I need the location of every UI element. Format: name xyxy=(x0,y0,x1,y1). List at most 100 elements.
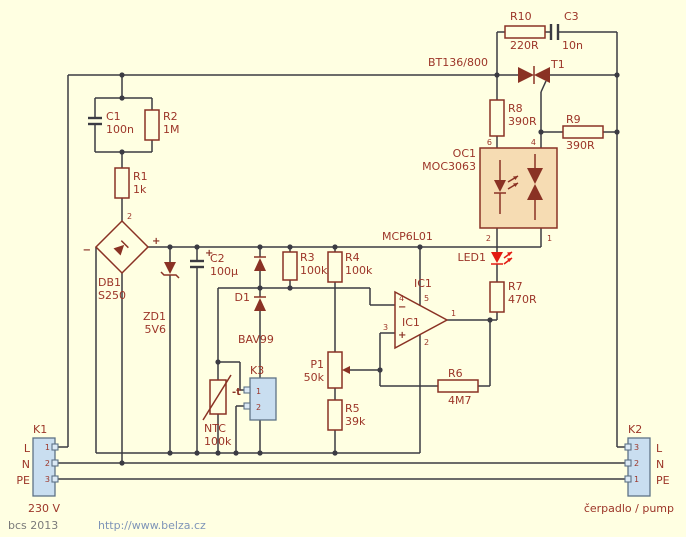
c2-polarity-label: + xyxy=(205,248,213,259)
c2-name-label: C2 xyxy=(210,252,225,265)
oc1-pin2-label: 2 xyxy=(486,234,491,243)
r10-value-label: 220R xyxy=(510,39,539,52)
zd1-name-label: ZD1 xyxy=(143,310,166,323)
r8-name-label: R8 xyxy=(508,102,523,115)
credit-text: bcs 2013 xyxy=(8,519,58,532)
led-LED1: LED1 xyxy=(457,251,513,265)
resistor-R9: R9 390R xyxy=(562,113,604,152)
k2-pin1-label: 1 xyxy=(634,475,639,484)
r4-value-label: 100k xyxy=(345,264,373,277)
potentiometer-P1: P1 50k xyxy=(304,351,350,389)
r5-name-label: R5 xyxy=(345,402,360,415)
k2-signal-l: L xyxy=(656,442,663,455)
optocoupler-OC1: OC1 MOC3063 6 4 2 1 xyxy=(422,138,558,243)
ntc-mark-label: -t xyxy=(232,387,241,398)
c1-name-label: C1 xyxy=(106,110,121,123)
ic1-name-label: IC1 xyxy=(414,277,432,290)
k3-pin2-label: 2 xyxy=(256,403,261,412)
resistor-R10: R10 220R xyxy=(504,10,546,52)
ic1-inner-label: IC1 xyxy=(402,316,420,329)
k1-note-label: 230 V xyxy=(28,502,60,515)
resistor-R3: R3 100k xyxy=(282,251,328,281)
ic1-minus-input-mark: − xyxy=(398,302,406,313)
resistor-R2: R2 1M xyxy=(144,109,180,141)
oc1-pin4-label: 4 xyxy=(531,138,536,147)
oc1-name-label: OC1 xyxy=(453,147,476,160)
db1-pin2-label: 2 xyxy=(127,212,132,221)
ic1-pin2-label: 2 xyxy=(424,338,429,347)
oc1-part-label: MOC3063 xyxy=(422,160,476,173)
k1-signal-pe: PE xyxy=(16,474,30,487)
connector-K2: 3 2 1 K2 L N PE čerpadlo / pump xyxy=(584,423,674,515)
ic1-plus-input-mark: + xyxy=(398,330,406,341)
ic1-pin5-label: 5 xyxy=(424,294,429,303)
triac-T1: T1 BT136/800 xyxy=(428,56,565,84)
c3-name-label: C3 xyxy=(564,10,579,23)
zd1-value-label: 5V6 xyxy=(144,323,166,336)
r7-name-label: R7 xyxy=(508,280,523,293)
zener-ZD1: ZD1 5V6 xyxy=(143,262,180,336)
connector-K3: 1 2 K3 xyxy=(243,364,277,421)
connector-K1: 1 2 3 K1 L N PE 230 V xyxy=(16,423,60,515)
r5-value-label: 39k xyxy=(345,415,366,428)
diode-D1: D1 BAV99 xyxy=(235,256,274,346)
r9-name-label: R9 xyxy=(566,113,581,126)
footer: bcs 2013 http://www.belza.cz xyxy=(8,519,206,532)
resistor-R1: R1 1k xyxy=(114,167,148,199)
k1-pin1-label: 1 xyxy=(45,443,50,452)
wires xyxy=(58,31,625,480)
r1-value-label: 1k xyxy=(133,183,147,196)
k2-signal-n: N xyxy=(656,458,664,471)
r6-name-label: R6 xyxy=(448,367,463,380)
k2-pin2-label: 2 xyxy=(634,459,639,468)
r3-value-label: 100k xyxy=(300,264,328,277)
k2-signal-pe: PE xyxy=(656,474,670,487)
db1-name-label: DB1 xyxy=(98,276,121,289)
db1-value-label: S250 xyxy=(98,289,126,302)
oc1-pin6-label: 6 xyxy=(487,138,492,147)
k3-name-label: K3 xyxy=(250,364,264,377)
ic1-pin3-label: 3 xyxy=(383,323,388,332)
k2-note-label: čerpadlo / pump xyxy=(584,502,674,515)
resistor-R7: R7 470R xyxy=(489,280,537,313)
r2-value-label: 1M xyxy=(163,123,180,136)
k2-name-label: K2 xyxy=(628,423,642,436)
t1-part-label: BT136/800 xyxy=(428,56,488,69)
r10-name-label: R10 xyxy=(510,10,532,23)
r8-value-label: 390R xyxy=(508,115,537,128)
ic1-pin1-label: 1 xyxy=(451,309,456,318)
resistor-R5: R5 39k xyxy=(327,399,366,431)
website-url-text: http://www.belza.cz xyxy=(98,519,206,532)
junction-dots xyxy=(119,72,620,466)
bridge-rectifier-DB1: DB1 S250 − + 2 xyxy=(83,212,161,302)
led1-name-label: LED1 xyxy=(457,251,486,264)
t1-name-label: T1 xyxy=(550,58,565,71)
capacitor-C2: + C2 100µ xyxy=(190,248,238,278)
oc1-pin1-label: 1 xyxy=(547,234,552,243)
c3-value-label: 10n xyxy=(562,39,583,52)
k3-pin1-label: 1 xyxy=(256,387,261,396)
ic1-pin4-label: 4 xyxy=(399,294,404,303)
d1-name-label: D1 xyxy=(235,291,250,304)
resistor-R4: R4 100k xyxy=(327,251,373,283)
c1-value-label: 100n xyxy=(106,123,134,136)
r3-name-label: R3 xyxy=(300,251,315,264)
resistor-R6: R6 4M7 xyxy=(437,367,479,407)
c2-value-label: 100µ xyxy=(210,265,238,278)
r7-value-label: 470R xyxy=(508,293,537,306)
k1-signal-l: L xyxy=(24,442,31,455)
k1-name-label: K1 xyxy=(33,423,47,436)
ntc-value-label: 100k xyxy=(204,435,232,448)
resistor-R8: R8 390R xyxy=(489,99,537,137)
p1-value-label: 50k xyxy=(304,371,325,384)
r1-name-label: R1 xyxy=(133,170,148,183)
thermistor-NTC: -t NTC 100k xyxy=(202,374,241,448)
k1-pin2-label: 2 xyxy=(45,459,50,468)
k2-pin3-label: 3 xyxy=(634,443,639,452)
r2-name-label: R2 xyxy=(163,110,178,123)
d1-value-label: BAV99 xyxy=(238,333,274,346)
capacitor-C3: C3 10n xyxy=(549,10,583,52)
ntc-name-label: NTC xyxy=(204,422,226,435)
